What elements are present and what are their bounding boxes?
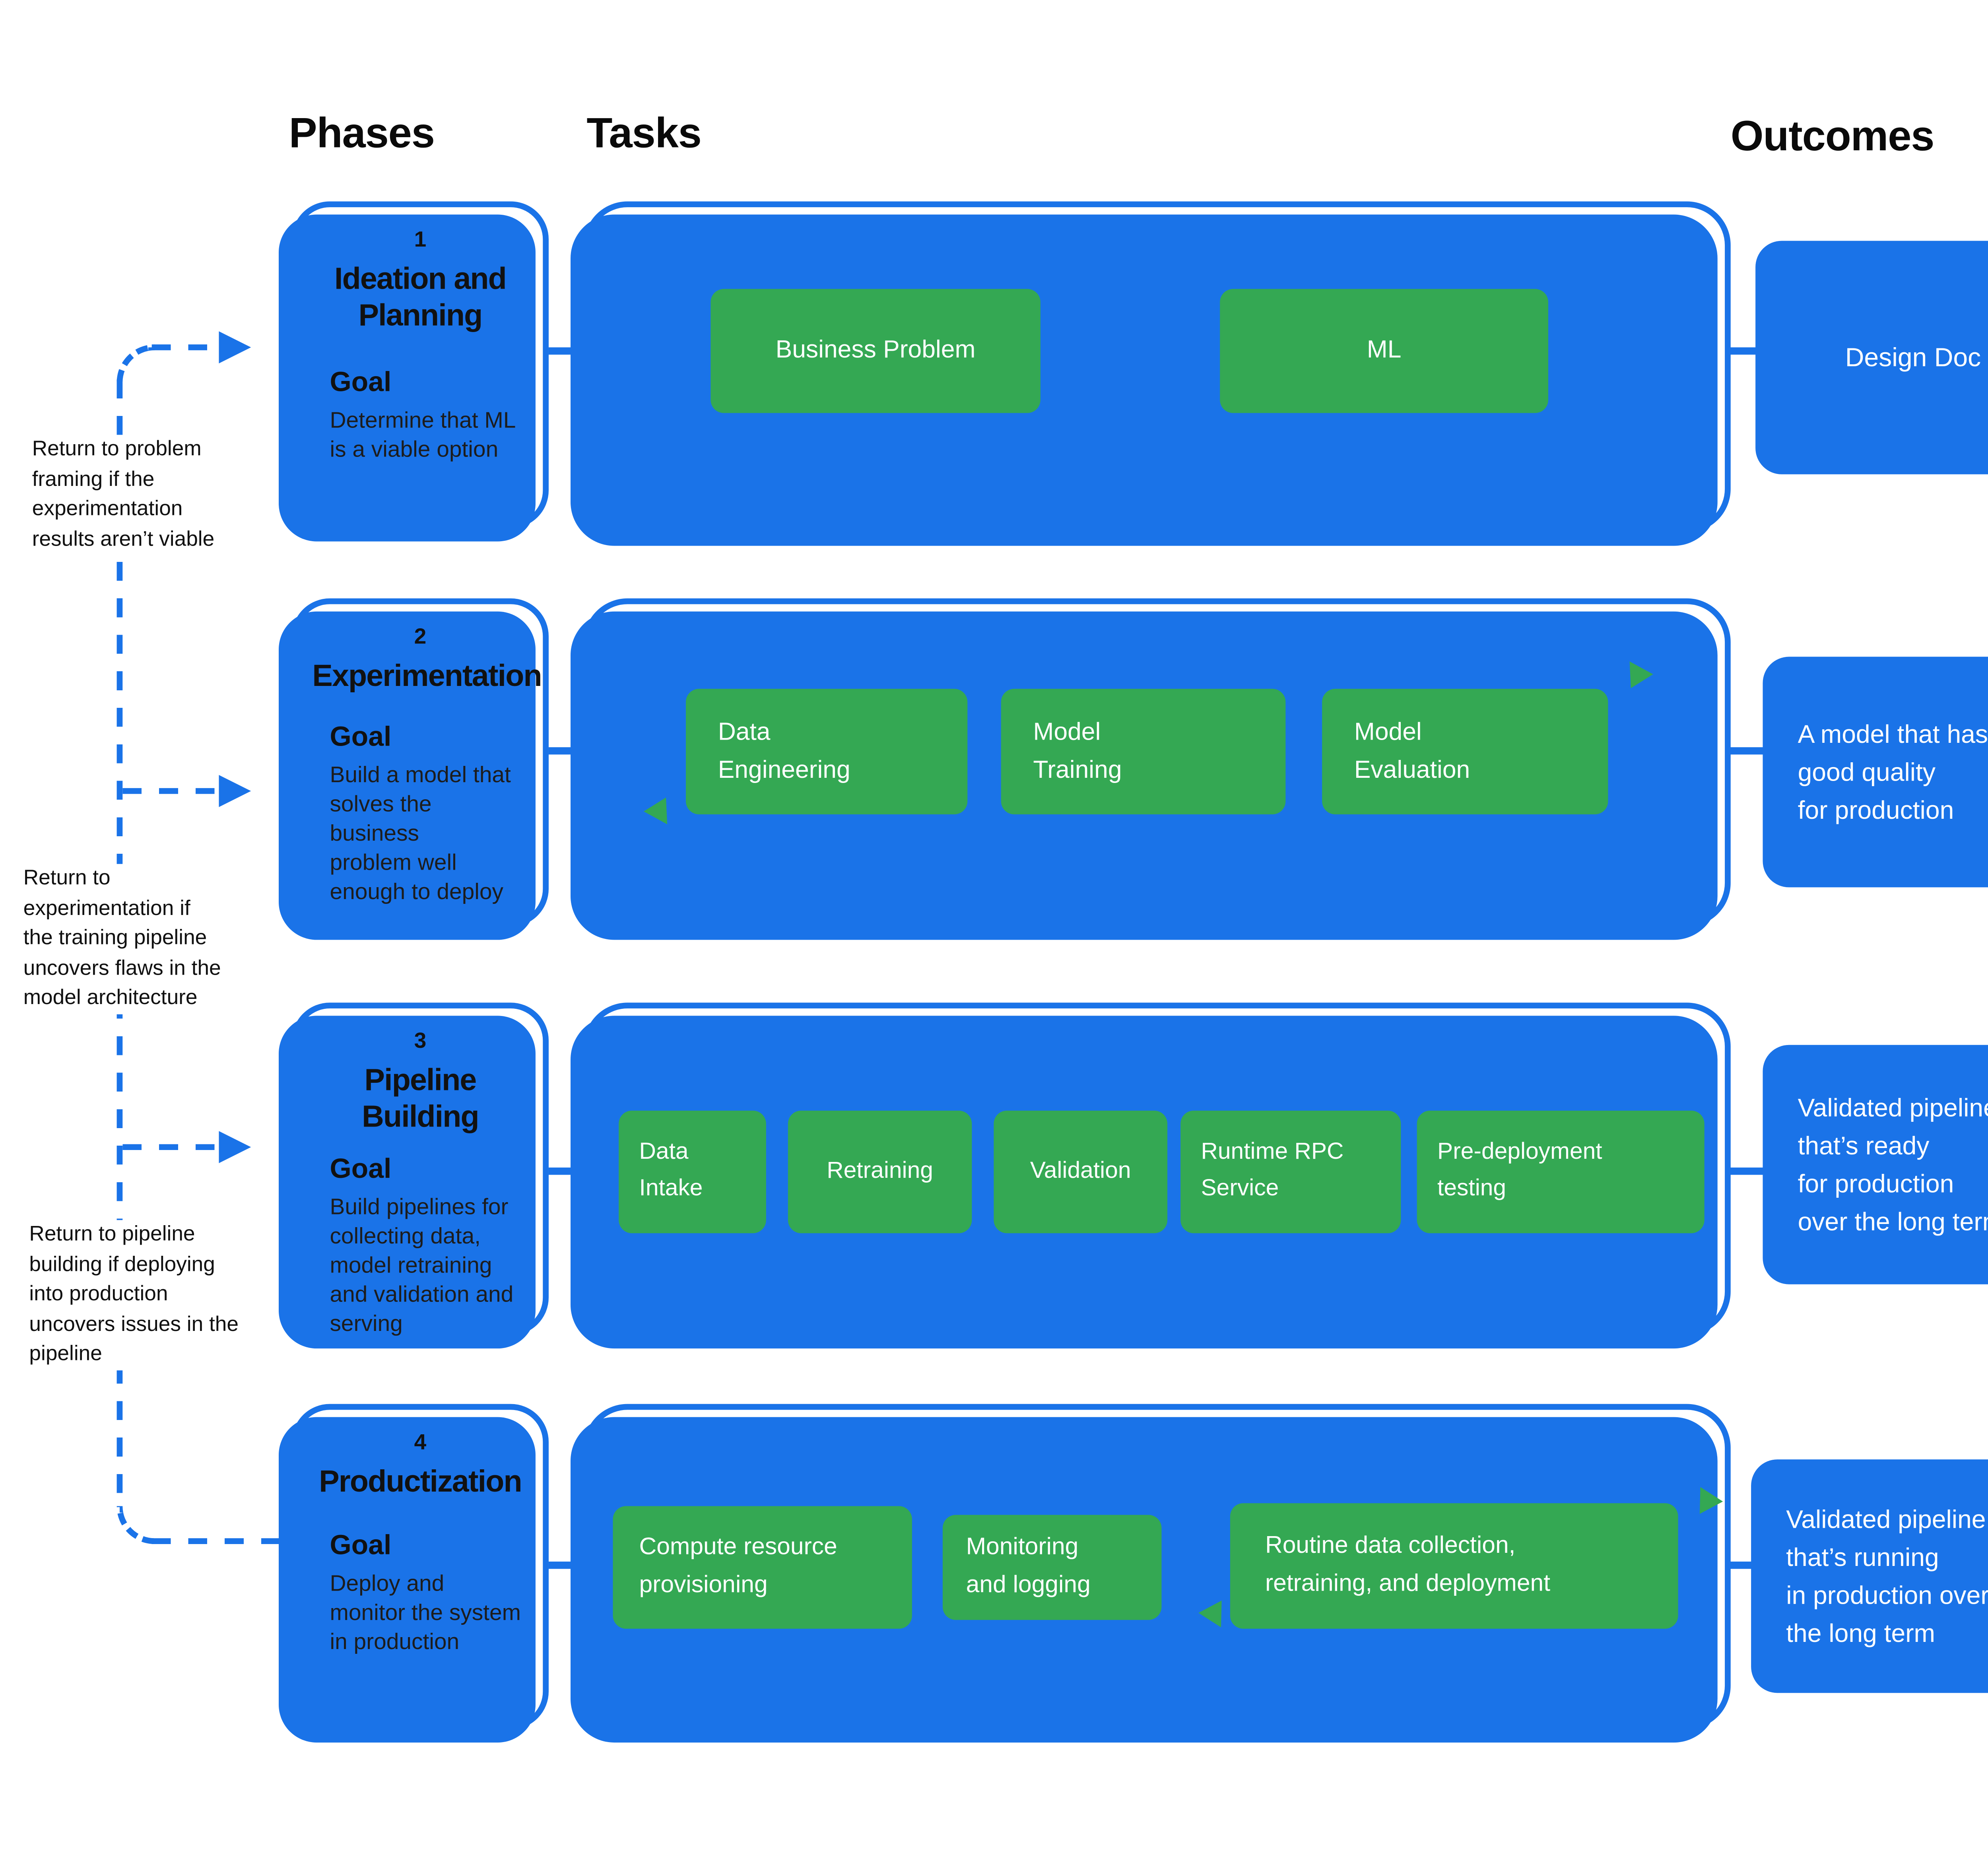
task-label: Runtime RPC Service <box>1201 1140 1344 1201</box>
task-label: Model Evaluation <box>1354 717 1470 784</box>
phase-number: 1 <box>414 227 427 253</box>
phase-number: 3 <box>414 1029 427 1054</box>
tasks3-outcome-connector <box>1728 1167 1766 1175</box>
task-monitoring-and-logging: Monitoring and logging <box>942 1515 1162 1620</box>
task-label: Model Training <box>1033 717 1122 784</box>
task-label: Validation <box>1030 1158 1131 1183</box>
task-label: Business Problem <box>775 336 976 364</box>
task-label: Routine data collection, retraining, and… <box>1265 1533 1551 1597</box>
phase-number: 4 <box>414 1430 427 1455</box>
outcome-design-doc: Design Doc <box>1755 241 1988 474</box>
feedback-note-to-problem-framing: Return to problem framing if the experim… <box>32 435 254 555</box>
goal-text: Build pipelines for collecting data, mod… <box>330 1195 514 1337</box>
goal-text: Build a model that solves the business p… <box>330 763 511 905</box>
outcome-text: A model that has good quality for produc… <box>1798 719 1988 825</box>
task-label: ML <box>1367 336 1402 364</box>
feedback-rail-corner <box>116 344 155 383</box>
feedback-branch-to-phase2 <box>122 788 219 794</box>
outcome-text: Validated pipeline that’s ready for prod… <box>1798 1092 1988 1237</box>
task-label: Data Engineering <box>718 717 850 784</box>
tasks2-outcome-connector <box>1728 747 1766 755</box>
task-data-engineering: Data Engineering <box>685 689 968 814</box>
phases-column-header: Phases <box>289 111 435 158</box>
task-ml: ML <box>1220 289 1548 413</box>
task-pre-deployment-testing: Pre-deployment testing <box>1417 1110 1705 1234</box>
feedback-rail-corner <box>116 1506 155 1544</box>
outcome-validated-pipeline-running: Validated pipeline that’s running in pro… <box>1751 1459 1988 1693</box>
phase-number: 2 <box>414 624 427 650</box>
feedback-note-to-experimentation: Return to experimentation if the trainin… <box>23 864 280 1014</box>
goal-label: Goal <box>330 1154 392 1185</box>
feedback-rail-bottom-segment <box>151 1538 286 1544</box>
goal-label: Goal <box>330 1531 392 1562</box>
goal-text: Deploy and monitor the system in product… <box>330 1571 521 1655</box>
task-model-training: Model Training <box>1001 689 1286 814</box>
phase-title: Experimentation <box>312 659 542 694</box>
task-validation: Validation <box>994 1110 1168 1234</box>
task-routine-data-collection: Routine data collection, retraining, and… <box>1230 1503 1678 1629</box>
outcome-good-quality-model: A model that has good quality for produc… <box>1763 657 1988 888</box>
phase-card-productization: 4 Productization Goal Deploy and monitor… <box>292 1404 549 1730</box>
phase-card-ideation-planning: 1 Ideation and Planning Goal Determine t… <box>292 201 549 528</box>
goal-label: Goal <box>330 367 392 398</box>
phase-card-pipeline-building: 3 Pipeline Building Goal Build pipelines… <box>292 1002 549 1337</box>
task-model-evaluation: Model Evaluation <box>1322 689 1608 814</box>
tasks-column-header: Tasks <box>586 111 701 158</box>
goal-label: Goal <box>330 722 392 753</box>
feedback-note-to-pipeline-building: Return to pipeline building if deploying… <box>29 1220 292 1370</box>
feedback-arrowhead-to-phase3-icon <box>219 1131 251 1164</box>
task-data-intake: Data Intake <box>619 1110 766 1234</box>
phase-card-experimentation: 2 Experimentation Goal Build a model tha… <box>292 598 549 927</box>
feedback-arrowhead-to-phase1-icon <box>219 331 251 363</box>
outcomes-column-header: Outcomes <box>1730 114 1935 161</box>
task-label: Data Intake <box>639 1140 703 1201</box>
feedback-branch-to-phase3 <box>122 1144 219 1150</box>
outcome-validated-pipeline-ready: Validated pipeline that’s ready for prod… <box>1763 1045 1988 1284</box>
task-label: Compute resource provisioning <box>639 1534 837 1598</box>
task-label: Pre-deployment testing <box>1437 1140 1602 1201</box>
goal-text: Determine that ML is a viable option <box>330 408 516 462</box>
phase-title: Pipeline Building <box>362 1064 479 1134</box>
task-label: Retraining <box>827 1158 933 1183</box>
task-runtime-rpc-service: Runtime RPC Service <box>1180 1110 1401 1234</box>
task-compute-resource-provisioning: Compute resource provisioning <box>613 1506 912 1629</box>
phase-title: Productization <box>319 1465 522 1499</box>
task-retraining: Retraining <box>788 1110 972 1234</box>
phase-title: Ideation and Planning <box>334 262 507 332</box>
tasks1-outcome-connector <box>1728 347 1759 355</box>
feedback-arrowhead-to-phase2-icon <box>219 775 251 807</box>
outcome-text: Design Doc <box>1845 342 1981 372</box>
task-label: Monitoring and logging <box>966 1534 1091 1598</box>
tasks4-outcome-connector <box>1728 1562 1754 1569</box>
feedback-branch-to-phase1 <box>151 344 219 350</box>
outcome-text: Validated pipeline that’s running in pro… <box>1786 1504 1988 1648</box>
task-business-problem: Business Problem <box>711 289 1041 413</box>
